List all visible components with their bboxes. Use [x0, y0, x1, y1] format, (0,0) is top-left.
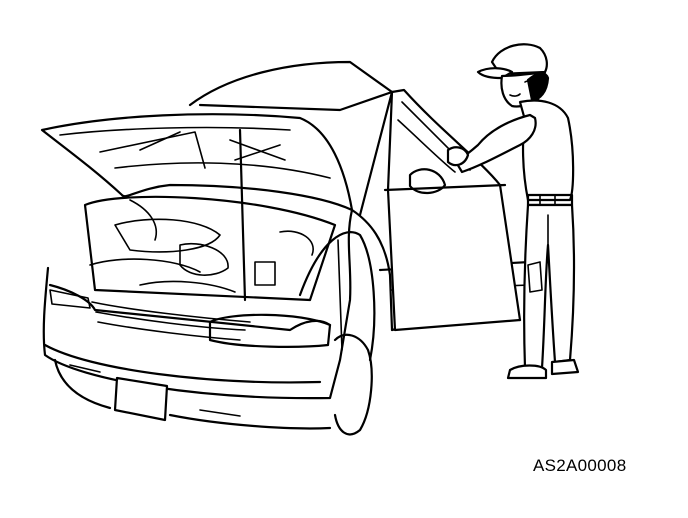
engine-bay — [83, 195, 337, 302]
hood-support-rod — [238, 128, 247, 302]
car-front-body — [42, 208, 354, 430]
front-wheel — [298, 231, 376, 436]
car-roof — [188, 60, 394, 217]
figure-code-label: AS2A00008 — [533, 456, 627, 475]
cap-icon — [490, 43, 548, 76]
raised-hood — [40, 113, 354, 212]
mechanic-figure — [446, 43, 580, 380]
